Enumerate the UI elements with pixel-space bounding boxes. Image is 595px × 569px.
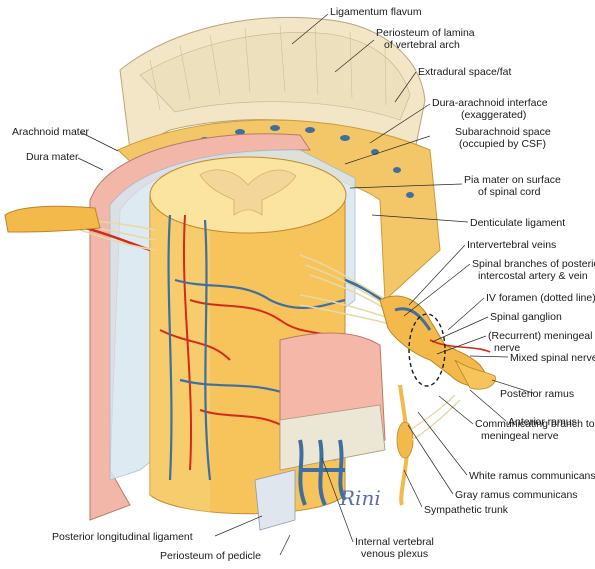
- label-periosteum-pedicle: Periosteum of pedicle: [160, 550, 261, 562]
- label-communicating-branch-2: meningeal nerve: [481, 430, 559, 442]
- leader-lines: [77, 13, 534, 556]
- cord-veins: [167, 214, 402, 481]
- label-meningeal-nerve: (Recurrent) meningeal: [488, 330, 592, 342]
- label-anterior-ramus: Anterior ramus: [508, 416, 577, 428]
- label-communicating-branch: Communicating branch to: [475, 418, 595, 430]
- label-extradural: Extradural space/fat: [418, 66, 511, 78]
- label-intervertebral-veins: Intervertebral veins: [467, 239, 556, 251]
- left-spinal-nerve: [4, 205, 101, 233]
- labels: Ligamentum flavum Periosteum of lamina o…: [12, 6, 595, 562]
- label-arachnoid-mater: Arachnoid mater: [12, 126, 90, 138]
- label-white-ramus: White ramus communicans: [469, 470, 595, 482]
- label-posterior-ramus: Posterior ramus: [500, 388, 574, 400]
- label-subarachnoid-2: (occupied by CSF): [459, 138, 546, 150]
- label-dura-arachnoid: Dura-arachnoid interface: [432, 97, 548, 109]
- internal-venous-plexus: [298, 439, 347, 506]
- label-iv-foramen: IV foramen (dotted line): [486, 292, 595, 304]
- label-periosteum-lamina: Periosteum of lamina: [376, 27, 475, 39]
- vertebral-arch: [119, 16, 426, 151]
- label-dura-arachnoid-2: (exaggerated): [461, 109, 526, 121]
- spinal-nerve-complex: [379, 295, 496, 390]
- posterior-longitudinal-ligament: [254, 469, 296, 531]
- label-posterior-longitudinal: Posterior longitudinal ligament: [52, 531, 193, 543]
- periosteum-pedicle: [279, 404, 386, 471]
- label-internal-plexus-2: venous plexus: [361, 548, 428, 560]
- label-sympathetic-trunk: Sympathetic trunk: [424, 504, 509, 516]
- label-meningeal-nerve-2: nerve: [494, 342, 520, 354]
- label-spinal-branches: Spinal branches of posterior: [472, 258, 595, 270]
- label-pia-mater: Pia mater on surface: [464, 174, 561, 186]
- artist-signature: Rini: [339, 486, 381, 510]
- label-internal-plexus: Internal vertebral: [355, 536, 434, 548]
- sympathetic-trunk: [396, 384, 461, 506]
- label-mixed-spinal: Mixed spinal nerve: [510, 352, 595, 364]
- iv-foramen-outline: [408, 313, 446, 387]
- label-spinal-branches-2: intercostal artery & vein: [478, 270, 588, 282]
- label-pia-mater-2: of spinal cord: [478, 186, 541, 198]
- label-spinal-ganglion: Spinal ganglion: [490, 311, 562, 323]
- label-ligamentum-flavum: Ligamentum flavum: [330, 6, 422, 18]
- label-gray-ramus: Gray ramus communicans: [455, 489, 578, 501]
- label-subarachnoid: Subarachnoid space: [455, 126, 551, 138]
- label-periosteum-lamina-2: of vertebral arch: [384, 39, 460, 51]
- label-dura-mater: Dura mater: [26, 151, 79, 163]
- label-denticulate: Denticulate ligament: [470, 217, 565, 229]
